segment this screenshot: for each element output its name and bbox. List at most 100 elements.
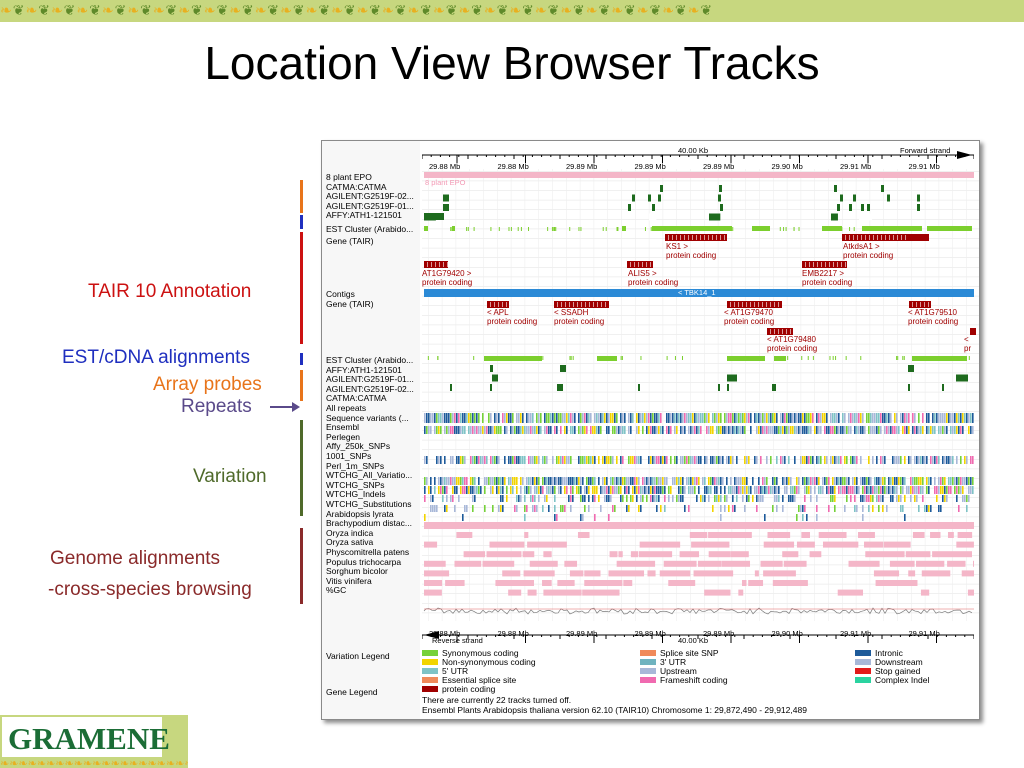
- track-label[interactable]: Gene (TAIR): [326, 298, 374, 309]
- variant-mark: [530, 456, 532, 464]
- variant-mark: [876, 486, 878, 494]
- exon-gap: [770, 302, 771, 307]
- track-label[interactable]: WTCHG_Substitutions: [326, 499, 412, 509]
- track-label[interactable]: Oryza sativa: [326, 537, 374, 548]
- variant-mark: [888, 426, 890, 434]
- grid-line: [828, 169, 829, 621]
- track-label[interactable]: Perlegen: [326, 431, 361, 442]
- variant-mark: [960, 426, 962, 434]
- track-label[interactable]: Perl_1m_SNPs: [326, 460, 385, 471]
- variant-mark: [482, 413, 484, 423]
- variant-mark: [808, 413, 810, 423]
- variant-mark: [918, 413, 920, 423]
- gene-name[interactable]: < AT1G79480: [767, 335, 816, 344]
- track-label[interactable]: Contigs: [326, 289, 355, 299]
- variant-mark: [886, 486, 888, 494]
- gene-name[interactable]: < AT1G79470: [724, 308, 773, 317]
- label-cross-species: -cross-species browsing: [48, 579, 252, 600]
- variant-mark: [468, 413, 470, 423]
- row-separator: [422, 267, 979, 268]
- exon-gap: [825, 262, 826, 267]
- variant-mark: [878, 495, 880, 502]
- variant-mark: [838, 456, 840, 464]
- track-label[interactable]: Physcomitrella patens: [326, 547, 410, 557]
- variant-mark: [760, 413, 762, 423]
- variant-mark: [776, 486, 778, 494]
- est-mark: [835, 356, 837, 360]
- track-label[interactable]: Affy_250k_SNPs: [326, 441, 391, 452]
- variant-mark: [484, 505, 486, 512]
- track-label[interactable]: Arabidopsis lyrata: [326, 508, 394, 519]
- track-label[interactable]: Ensembl: [326, 422, 360, 433]
- track-label[interactable]: 1001_SNPs: [326, 451, 372, 461]
- variant-mark: [894, 413, 896, 423]
- variant-mark: [700, 413, 702, 423]
- variant-mark: [436, 505, 438, 512]
- track-label[interactable]: CATMA:CATMA: [326, 181, 387, 192]
- variant-mark: [498, 456, 500, 464]
- variant-mark: [424, 477, 426, 485]
- gene-name[interactable]: <: [964, 335, 969, 344]
- gene-name[interactable]: KS1 >: [666, 242, 689, 251]
- track-label[interactable]: Vitis vinifera: [326, 575, 372, 586]
- variant-mark: [920, 456, 922, 464]
- gene-name[interactable]: < AT1G79510: [908, 308, 957, 317]
- variant-mark: [648, 456, 650, 464]
- variant-mark: [538, 426, 540, 434]
- grid-line: [966, 169, 967, 621]
- exon-gap: [881, 235, 882, 240]
- track-label[interactable]: AGILENT:G2519F-02...: [326, 383, 414, 394]
- variant-mark: [744, 486, 746, 494]
- alignment-mark: [527, 589, 537, 596]
- track-label[interactable]: WTCHG_All_Variatio...: [326, 470, 413, 481]
- variant-mark: [684, 426, 686, 434]
- track-label[interactable]: EST Cluster (Arabido...: [326, 224, 414, 234]
- track-label[interactable]: CATMA:CATMA: [326, 393, 387, 404]
- variant-mark: [832, 426, 834, 434]
- track-label[interactable]: Sequence variants (...: [326, 412, 409, 423]
- variant-mark: [866, 477, 868, 485]
- gene-name[interactable]: AtkdsA1 >: [843, 242, 880, 251]
- gene-name[interactable]: AT1G79420 >: [422, 269, 472, 278]
- variant-mark: [528, 413, 530, 423]
- exon-gap: [577, 302, 578, 307]
- variant-mark: [600, 505, 602, 512]
- track-label[interactable]: AGILENT:G2519F-01...: [326, 374, 414, 385]
- track-label[interactable]: WTCHG_SNPs: [326, 479, 385, 490]
- track-label[interactable]: AFFY:ATH1-121501: [326, 364, 402, 375]
- variant-mark: [662, 426, 664, 434]
- exon-gap: [704, 235, 705, 240]
- gene-name[interactable]: ALIS5 >: [628, 269, 657, 278]
- variant-mark: [934, 456, 936, 464]
- track-label[interactable]: Sorghum bicolor: [326, 566, 388, 577]
- variant-mark: [440, 486, 442, 494]
- variant-mark: [732, 495, 734, 502]
- track-label[interactable]: WTCHG_Indels: [326, 489, 386, 500]
- variant-mark: [632, 486, 634, 494]
- gene-name[interactable]: EMB2217 >: [802, 269, 845, 278]
- track-label[interactable]: EST Cluster (Arabido...: [326, 355, 414, 365]
- track-label[interactable]: All repeats: [326, 403, 367, 413]
- variant-mark: [536, 486, 538, 494]
- variant-mark: [972, 477, 974, 485]
- track-label[interactable]: %GC: [326, 585, 347, 596]
- track-label[interactable]: AGILENT:G2519F-01...: [326, 200, 414, 211]
- variant-mark: [748, 413, 750, 423]
- variant-mark: [682, 413, 684, 423]
- variant-mark: [458, 426, 460, 434]
- track-label[interactable]: 8 plant EPO: [326, 172, 372, 182]
- track-label[interactable]: Oryza indica: [326, 527, 374, 538]
- gene-name[interactable]: < APL: [487, 308, 509, 317]
- track-label[interactable]: Populus trichocarpa: [326, 556, 402, 567]
- track-label[interactable]: AGILENT:G2519F-02...: [326, 191, 414, 202]
- variant-mark: [968, 426, 970, 434]
- variant-mark: [938, 505, 940, 512]
- gene-name[interactable]: < SSADH: [554, 308, 589, 317]
- track-label[interactable]: Brachypodium distac...: [326, 518, 412, 529]
- gene-legend-swatch: [422, 686, 438, 692]
- exon-gap: [557, 302, 558, 307]
- variant-mark: [946, 413, 948, 423]
- track-label[interactable]: AFFY:ATH1-121501: [326, 210, 402, 221]
- track-label[interactable]: Gene (TAIR): [326, 236, 374, 246]
